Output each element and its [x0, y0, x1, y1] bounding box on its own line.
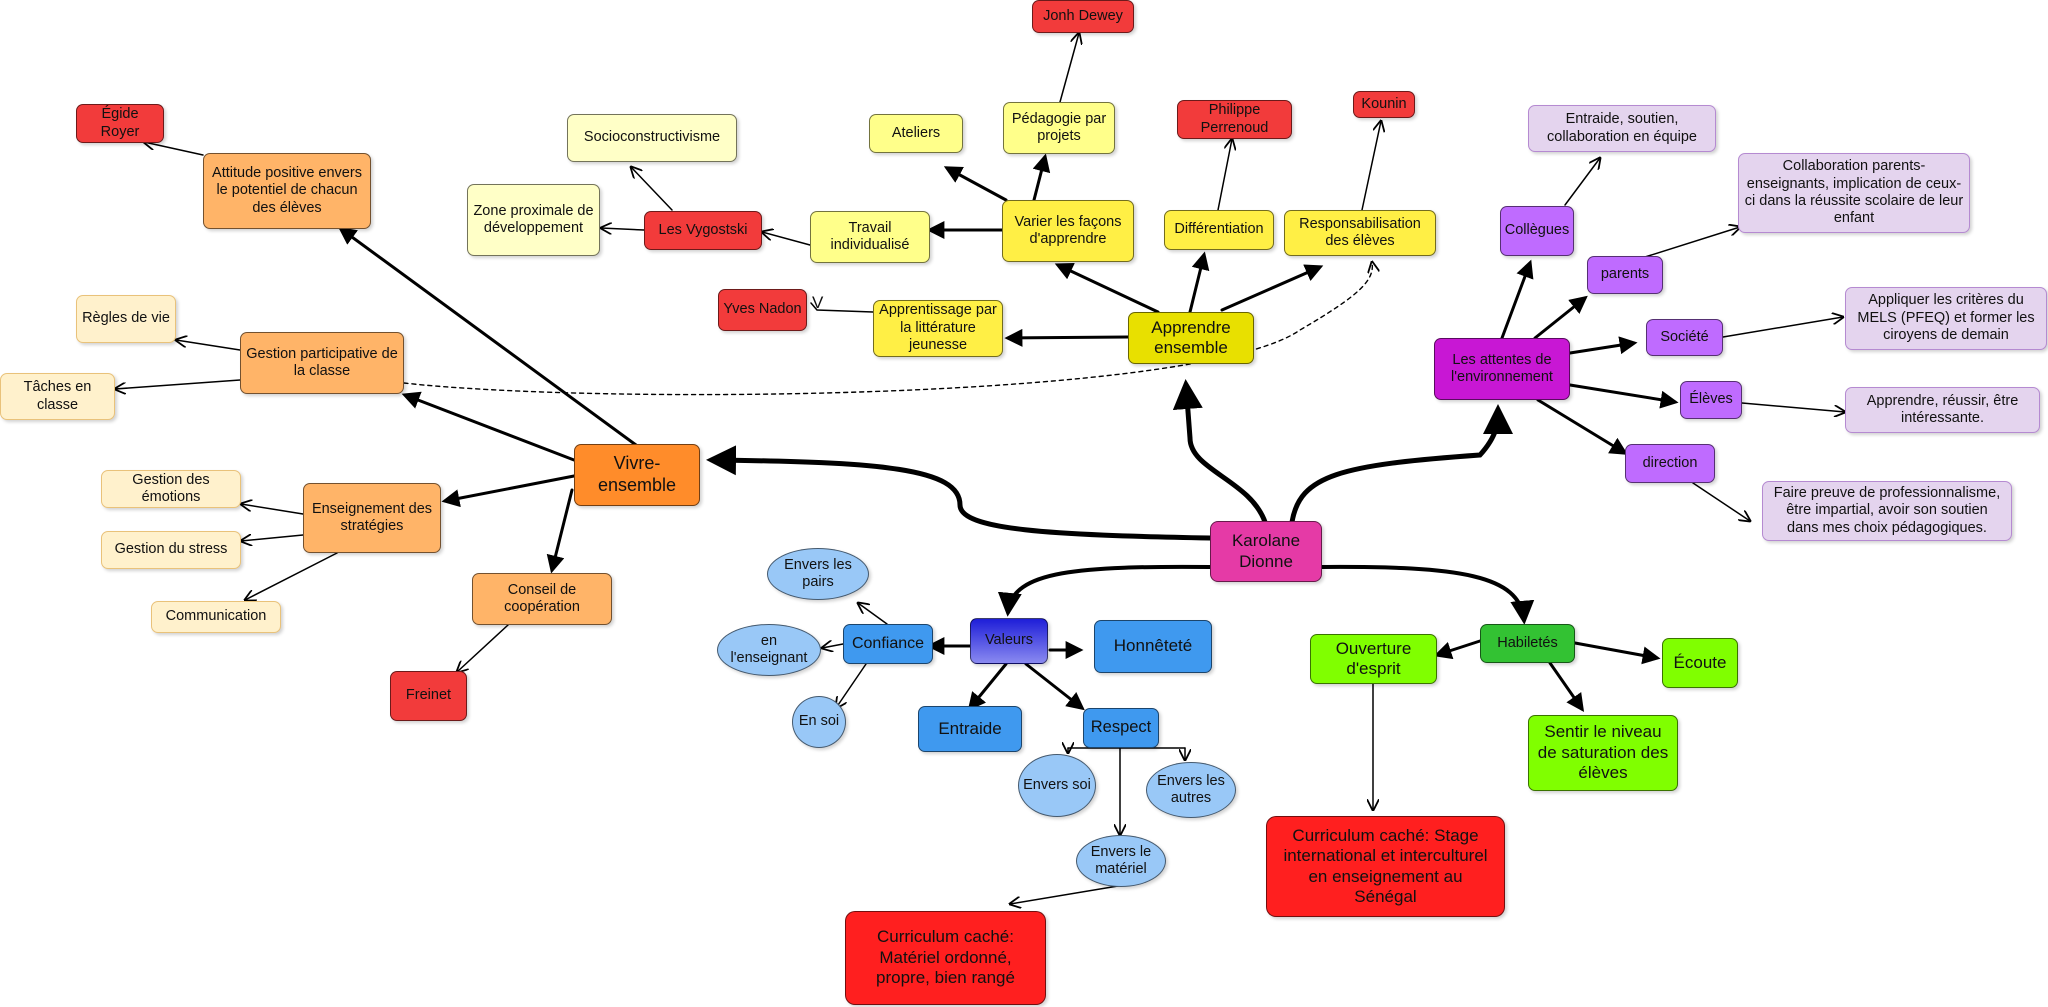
branch-apprendre-ensemble[interactable]: Apprendre ensemble	[1128, 312, 1254, 364]
node-gestion-stress[interactable]: Gestion du stress	[101, 531, 241, 569]
node-curriculum-cache-stage[interactable]: Curriculum caché: Stage international et…	[1266, 816, 1505, 917]
node-gestion-participative[interactable]: Gestion participative de la classe	[240, 332, 404, 394]
node-entraide[interactable]: Entraide	[918, 706, 1022, 752]
node-envers-le-materiel[interactable]: Envers le matériel	[1076, 835, 1166, 887]
node-pedagogie-projets[interactable]: Pédagogie par projets	[1003, 102, 1115, 154]
node-enseignement-strategies[interactable]: Enseignement des stratégies	[303, 483, 441, 553]
node-eleves[interactable]: Élèves	[1680, 381, 1742, 419]
branch-attentes-environnement[interactable]: Les attentes de l'environnement	[1434, 338, 1570, 400]
branch-vivre-ensemble[interactable]: Vivre- ensemble	[574, 444, 700, 506]
node-differentiation[interactable]: Différentiation	[1164, 210, 1274, 250]
node-curriculum-cache-materiel[interactable]: Curriculum caché: Matériel ordonné, prop…	[845, 911, 1046, 1005]
node-socioconstructivisme[interactable]: Socioconstructivisme	[567, 114, 737, 162]
node-mels-critere[interactable]: Appliquer les critères du MELS (PFEQ) et…	[1845, 287, 2047, 350]
node-envers-soi[interactable]: Envers soi	[1018, 754, 1096, 817]
node-apprentissage-litterature[interactable]: Apprentissage par la littérature jeuness…	[873, 300, 1003, 357]
node-responsabilisation[interactable]: Responsabilisation des élèves	[1284, 210, 1436, 256]
node-travail-individualise[interactable]: Travail individualisé	[810, 211, 930, 263]
node-respect[interactable]: Respect	[1083, 708, 1159, 748]
node-ecoute[interactable]: Écoute	[1662, 638, 1738, 688]
node-en-soi[interactable]: En soi	[792, 696, 846, 748]
node-attitude-positive[interactable]: Attitude positive envers le potentiel de…	[203, 153, 371, 229]
node-societe[interactable]: Société	[1646, 319, 1723, 356]
node-ateliers[interactable]: Ateliers	[869, 114, 963, 153]
node-varier-facons[interactable]: Varier les façons d'apprendre	[1002, 200, 1134, 262]
node-professionnalisme[interactable]: Faire preuve de professionnalisme, être …	[1762, 481, 2012, 541]
branch-valeurs[interactable]: Valeurs	[970, 618, 1048, 664]
node-yves-nadon[interactable]: Yves Nadon	[718, 289, 807, 331]
center-node-karolane-dionne[interactable]: Karolane Dionne	[1210, 521, 1322, 582]
node-gestion-emotions[interactable]: Gestion des émotions	[101, 470, 241, 508]
node-confiance[interactable]: Confiance	[843, 624, 933, 664]
node-envers-les-pairs[interactable]: Envers les pairs	[767, 548, 869, 600]
node-conseil-cooperation[interactable]: Conseil de coopération	[472, 573, 612, 625]
node-philippe-perrenoud[interactable]: Philippe Perrenoud	[1177, 100, 1292, 139]
node-direction[interactable]: direction	[1625, 444, 1715, 483]
node-parents[interactable]: parents	[1587, 256, 1663, 294]
node-apprendre-reussir[interactable]: Apprendre, réussir, être intéressante.	[1845, 387, 2040, 433]
node-taches-en-classe[interactable]: Tâches en classe	[0, 373, 115, 420]
node-honnetete[interactable]: Honnêteté	[1094, 620, 1212, 673]
node-freinet[interactable]: Freinet	[390, 671, 467, 721]
node-envers-les-autres[interactable]: Envers les autres	[1146, 762, 1236, 818]
node-egide-royer[interactable]: Égide Royer	[76, 104, 164, 143]
node-ouverture-esprit[interactable]: Ouverture d'esprit	[1310, 634, 1437, 684]
v-mark: V	[812, 293, 824, 312]
node-les-vygostski[interactable]: Les Vygostski	[644, 211, 762, 250]
node-sentir-saturation[interactable]: Sentir le niveau de saturation des élève…	[1528, 715, 1678, 791]
node-kounin[interactable]: Kounin	[1353, 91, 1415, 118]
node-en-l-enseignant[interactable]: en l'enseignant	[717, 624, 821, 676]
node-collegues[interactable]: Collègues	[1500, 206, 1574, 256]
node-regles-de-vie[interactable]: Règles de vie	[76, 295, 176, 343]
node-john-dewey[interactable]: Jonh Dewey	[1032, 0, 1134, 33]
node-collaboration-parents[interactable]: Collaboration parents- enseignants, impl…	[1738, 153, 1970, 233]
branch-habiletes[interactable]: Habiletés	[1480, 624, 1575, 663]
node-zone-proximale[interactable]: Zone proximale de développement	[467, 184, 600, 256]
node-entraide-soutien[interactable]: Entraide, soutien, collaboration en équi…	[1528, 105, 1716, 152]
node-communication[interactable]: Communication	[151, 601, 281, 633]
